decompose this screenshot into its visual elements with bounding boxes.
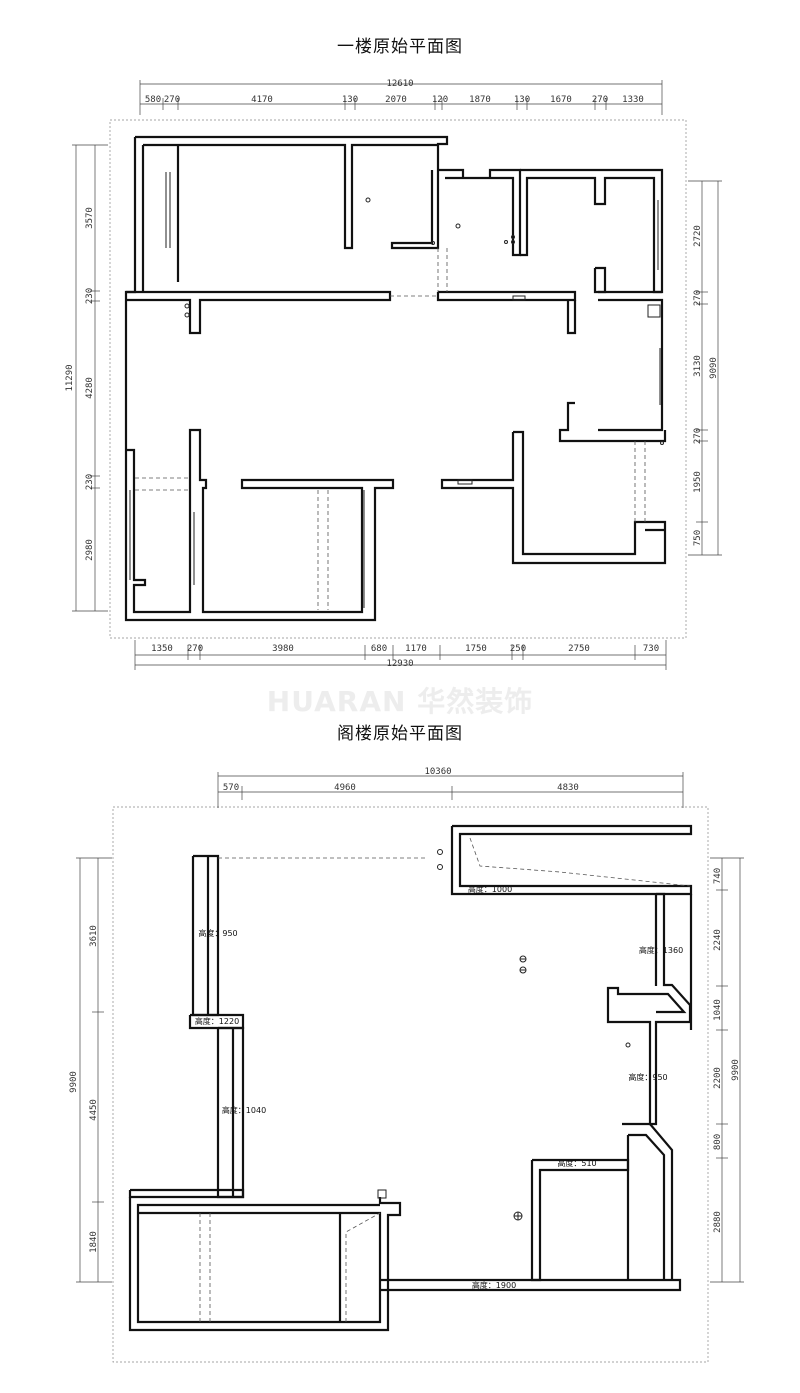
dim-label: 270 — [693, 290, 703, 306]
floor1-right-total: 9090 — [709, 357, 719, 379]
floor1-left-dimensions: 11290 3570 230 4280 230 2980 — [65, 144, 108, 612]
dim-label: 130 — [514, 95, 530, 105]
dim-label: 4450 — [89, 1099, 99, 1121]
dim-label: 4960 — [334, 783, 356, 793]
dim-label: 730 — [643, 644, 659, 654]
dim-label: 2070 — [385, 95, 407, 105]
dim-label: 2720 — [693, 225, 703, 247]
dim-label: 3570 — [85, 207, 95, 229]
attic-top-dimensions: 10360 570 4960 4830 — [217, 767, 684, 808]
dim-label: 2240 — [713, 929, 723, 951]
dim-label: 250 — [510, 644, 526, 654]
dim-label: 2750 — [568, 644, 590, 654]
dim-label: 2980 — [85, 539, 95, 561]
dim-label: 1950 — [693, 471, 703, 493]
dim-label: 800 — [713, 1134, 723, 1150]
attic-right-dimensions: 740 2240 1040 2200 800 2880 9900 — [710, 857, 744, 1283]
floor1-frame — [109, 119, 687, 639]
dim-label: 1330 — [622, 95, 644, 105]
height-label: 高度：950 — [628, 1072, 667, 1082]
attic-fixtures — [377, 849, 631, 1221]
dim-label: 270 — [592, 95, 608, 105]
dim-label: 230 — [85, 288, 95, 304]
attic-title: 阁楼原始平面图 — [337, 724, 463, 744]
dim-label: 1670 — [550, 95, 572, 105]
floor1-top-dimensions: 12610 580 270 4170 130 2070 120 1870 130… — [139, 79, 663, 115]
dim-label: 3980 — [272, 644, 294, 654]
attic-left-total: 9900 — [69, 1071, 79, 1093]
dim-label: 1040 — [713, 999, 723, 1021]
height-label: 高度：1220 — [195, 1016, 239, 1026]
attic-right-total: 9900 — [731, 1059, 741, 1081]
attic-walls — [128, 824, 693, 1332]
dim-label: 580 — [145, 95, 161, 105]
dim-label: 2200 — [713, 1067, 723, 1089]
floor1-top-total: 12610 — [386, 79, 413, 89]
dim-label: 270 — [693, 428, 703, 444]
floor1-walls — [124, 135, 667, 622]
floor1-dashed-openings — [135, 248, 646, 610]
floor1-plan: 12610 580 270 4170 130 2070 120 1870 130… — [65, 79, 722, 670]
dim-label: 1350 — [151, 644, 173, 654]
floor1-right-dimensions: 2720 270 3130 270 1950 750 9090 — [688, 180, 722, 556]
attic-plan: 10360 570 4960 4830 9900 3610 4450 1840 — [69, 767, 744, 1363]
floor1-fixtures — [184, 197, 664, 485]
attic-dashed-lines — [199, 837, 691, 1322]
dim-label: 1870 — [469, 95, 491, 105]
floor1-left-total: 11290 — [65, 364, 75, 391]
dim-label: 570 — [223, 783, 239, 793]
dim-label: 680 — [371, 644, 387, 654]
dim-label: 4830 — [557, 783, 579, 793]
dim-label: 3130 — [693, 355, 703, 377]
dim-label: 230 — [85, 474, 95, 490]
dim-label: 4170 — [251, 95, 273, 105]
dim-label: 1170 — [405, 644, 427, 654]
height-label: 高度：510 — [557, 1158, 596, 1168]
dim-label: 270 — [187, 644, 203, 654]
brand-watermark: HUARAN 华然装饰 — [266, 685, 534, 718]
dim-label: 270 — [164, 95, 180, 105]
height-label: 高度：1900 — [472, 1280, 516, 1290]
dim-label: 2880 — [713, 1211, 723, 1233]
attic-top-total: 10360 — [424, 767, 451, 777]
attic-frame — [112, 806, 709, 1363]
dim-label: 3610 — [89, 925, 99, 947]
height-label: 高度：1040 — [222, 1105, 266, 1115]
height-label: 高度：1000 — [468, 884, 512, 894]
dim-label: 1840 — [89, 1231, 99, 1253]
floor1-bottom-dimensions: 1350 270 3980 680 1170 1750 250 2750 730… — [134, 640, 667, 670]
attic-height-labels: 高度：1000 高度：950 高度：1360 高度：1220 高度：1040 高… — [195, 884, 683, 1290]
dim-label: 4280 — [85, 377, 95, 399]
dim-label: 740 — [713, 868, 723, 884]
height-label: 高度：950 — [198, 928, 237, 938]
dim-label: 130 — [342, 95, 358, 105]
floor1-bottom-total: 12930 — [386, 659, 413, 669]
dim-label: 1750 — [465, 644, 487, 654]
floor1-title: 一楼原始平面图 — [337, 37, 463, 57]
dim-label: 750 — [693, 530, 703, 546]
dim-label: 120 — [432, 95, 448, 105]
attic-left-dimensions: 9900 3610 4450 1840 — [69, 857, 112, 1283]
height-label: 高度：1360 — [639, 945, 683, 955]
